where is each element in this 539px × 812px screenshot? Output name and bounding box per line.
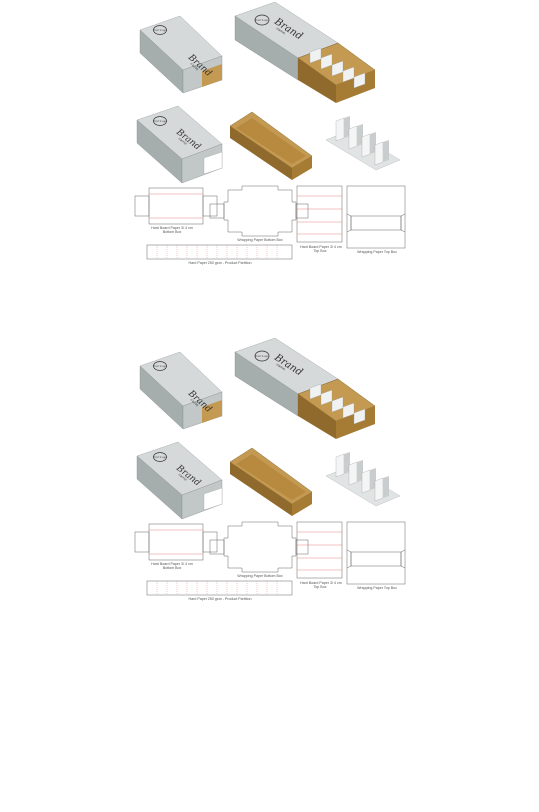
sheet-1-dieline-wrap-bottom <box>209 185 309 237</box>
sheet-2-caption-wrap-top: Wrapping Paper Top Box <box>357 586 397 590</box>
sheet-2-dieline-top-box <box>296 521 343 579</box>
logo-text: Your Logo <box>255 18 270 22</box>
sheet-2-sleeve-tube: Your Logo Brand name <box>136 441 223 520</box>
sheet-1-kraft-tray <box>229 111 313 180</box>
sheet-1-artwork: Your Logo Brand name Your Logo Brand nam… <box>134 1 406 260</box>
sheet-2-caption-partition: Hard Paper 250 gsm - Product Partition <box>188 597 252 601</box>
brand-tagline: name <box>275 26 286 35</box>
sheet-2-partition-walls <box>309 383 366 425</box>
sheet-2-partition-insert <box>325 452 401 507</box>
sheet-2-dieline-wrap-bottom <box>209 521 309 573</box>
sheet-1-open-sleeve-box: Your Logo Brand name <box>234 1 376 103</box>
sheet-1-caption-wrap-bottom: Wrapping Paper Bottom Box <box>237 238 283 242</box>
sheet-1-caption-partition: Hard Paper 250 gsm - Product Partition <box>188 261 252 265</box>
sheet-1-dieline-top-box <box>296 185 343 243</box>
sheet-2-small-sleeve-box: Your Logo Brand name <box>139 351 223 430</box>
brand-tagline: name <box>189 62 199 72</box>
brand-tagline: name <box>177 473 187 482</box>
sheet-2-dieline-bottom-box <box>134 523 218 561</box>
logo-text: Your Logo <box>153 364 168 368</box>
brand-tagline: name <box>177 137 187 146</box>
logo-text: Your Logo <box>255 354 270 358</box>
brand-tagline: name <box>189 398 199 408</box>
sheet-1-caption-wrap-top: Wrapping Paper Top Box <box>357 250 397 254</box>
sheet-2-open-sleeve-box: Your Logo Brand name <box>234 337 376 439</box>
logo-text: Your Logo <box>153 28 168 32</box>
sheet-2-caption-wrap-bottom: Wrapping Paper Bottom Box <box>237 574 283 578</box>
sheet-2: Your Logo Brand name Your Logo Brand nam… <box>0 234 539 601</box>
sheet-2-kraft-tray <box>229 447 313 516</box>
sheet-1-partition-insert <box>325 116 401 171</box>
sheet-2-artwork: Your Logo Brand name Your Logo Brand nam… <box>134 337 406 596</box>
sheet-1: Your Logo Brand name Your Logo Brand nam… <box>0 0 539 265</box>
sheet-2-dieline-partition <box>146 580 293 596</box>
brand-tagline: name <box>275 362 286 371</box>
sheet-2-dieline-wrap-top <box>346 521 406 585</box>
sheet-1-dieline-partition <box>146 244 293 260</box>
sheet-1-partition-walls <box>309 47 366 89</box>
logo-text: Your Logo <box>153 119 168 123</box>
logo-text: Your Logo <box>153 455 168 459</box>
sheet-1-dieline-wrap-top <box>346 185 406 249</box>
sheet-1-sleeve-tube: Your Logo Brand name <box>136 105 223 184</box>
sheet-1-small-sleeve-box: Your Logo Brand name <box>139 15 223 94</box>
sheet-1-dieline-bottom-box <box>134 187 218 225</box>
